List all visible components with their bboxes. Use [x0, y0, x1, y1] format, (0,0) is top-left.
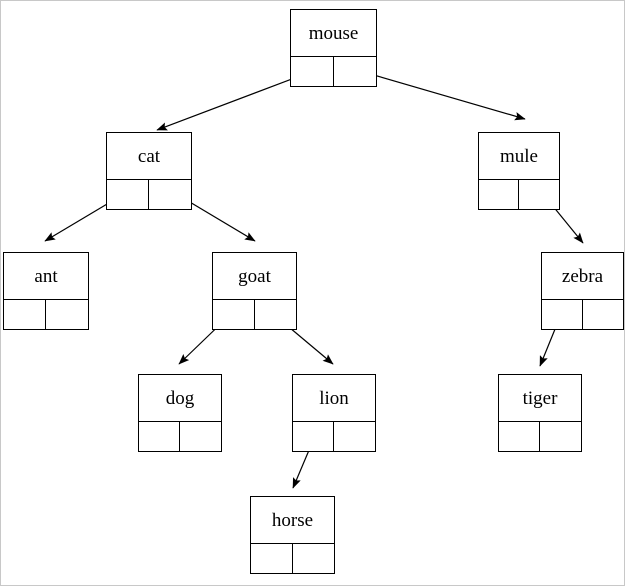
node-right-pointer-cell	[46, 300, 88, 329]
node-pointer-cells	[4, 300, 88, 329]
node-right-pointer-cell	[583, 300, 624, 329]
tree-node-horse[interactable]: horse	[250, 496, 335, 574]
node-left-pointer-cell	[139, 422, 180, 451]
tree-node-mouse[interactable]: mouse	[290, 9, 377, 87]
node-right-pointer-cell	[180, 422, 221, 451]
node-left-pointer-cell	[251, 544, 293, 573]
node-pointer-cells	[293, 422, 375, 451]
node-left-pointer-cell	[213, 300, 255, 329]
node-label: horse	[251, 497, 334, 544]
node-left-pointer-cell	[542, 300, 583, 329]
node-left-pointer-cell	[291, 57, 334, 86]
node-right-pointer-cell	[149, 180, 191, 209]
node-label: goat	[213, 253, 296, 300]
node-label: zebra	[542, 253, 623, 300]
edge-mouse-to-mule	[352, 68, 526, 121]
node-left-pointer-cell	[293, 422, 334, 451]
node-label: mule	[479, 133, 559, 180]
node-right-pointer-cell	[293, 544, 335, 573]
node-label: ant	[4, 253, 88, 300]
node-right-pointer-cell	[540, 422, 581, 451]
node-left-pointer-cell	[4, 300, 46, 329]
node-left-pointer-cell	[499, 422, 540, 451]
tree-node-zebra[interactable]: zebra	[541, 252, 624, 330]
node-pointer-cells	[542, 300, 623, 329]
node-right-pointer-cell	[334, 57, 377, 86]
node-pointer-cells	[251, 544, 334, 573]
node-label: cat	[107, 133, 191, 180]
node-right-pointer-cell	[255, 300, 297, 329]
node-label: mouse	[291, 10, 376, 57]
tree-node-lion[interactable]: lion	[292, 374, 376, 452]
node-label: lion	[293, 375, 375, 422]
node-pointer-cells	[139, 422, 221, 451]
tree-node-ant[interactable]: ant	[3, 252, 89, 330]
node-pointer-cells	[291, 57, 376, 86]
tree-node-tiger[interactable]: tiger	[498, 374, 582, 452]
tree-node-goat[interactable]: goat	[212, 252, 297, 330]
node-label: dog	[139, 375, 221, 422]
node-pointer-cells	[213, 300, 296, 329]
tree-node-cat[interactable]: cat	[106, 132, 192, 210]
node-left-pointer-cell	[479, 180, 519, 209]
node-left-pointer-cell	[107, 180, 149, 209]
node-pointer-cells	[107, 180, 191, 209]
node-label: tiger	[499, 375, 581, 422]
tree-node-dog[interactable]: dog	[138, 374, 222, 452]
node-pointer-cells	[479, 180, 559, 209]
node-pointer-cells	[499, 422, 581, 451]
node-right-pointer-cell	[334, 422, 375, 451]
tree-node-mule[interactable]: mule	[478, 132, 560, 210]
node-right-pointer-cell	[519, 180, 559, 209]
